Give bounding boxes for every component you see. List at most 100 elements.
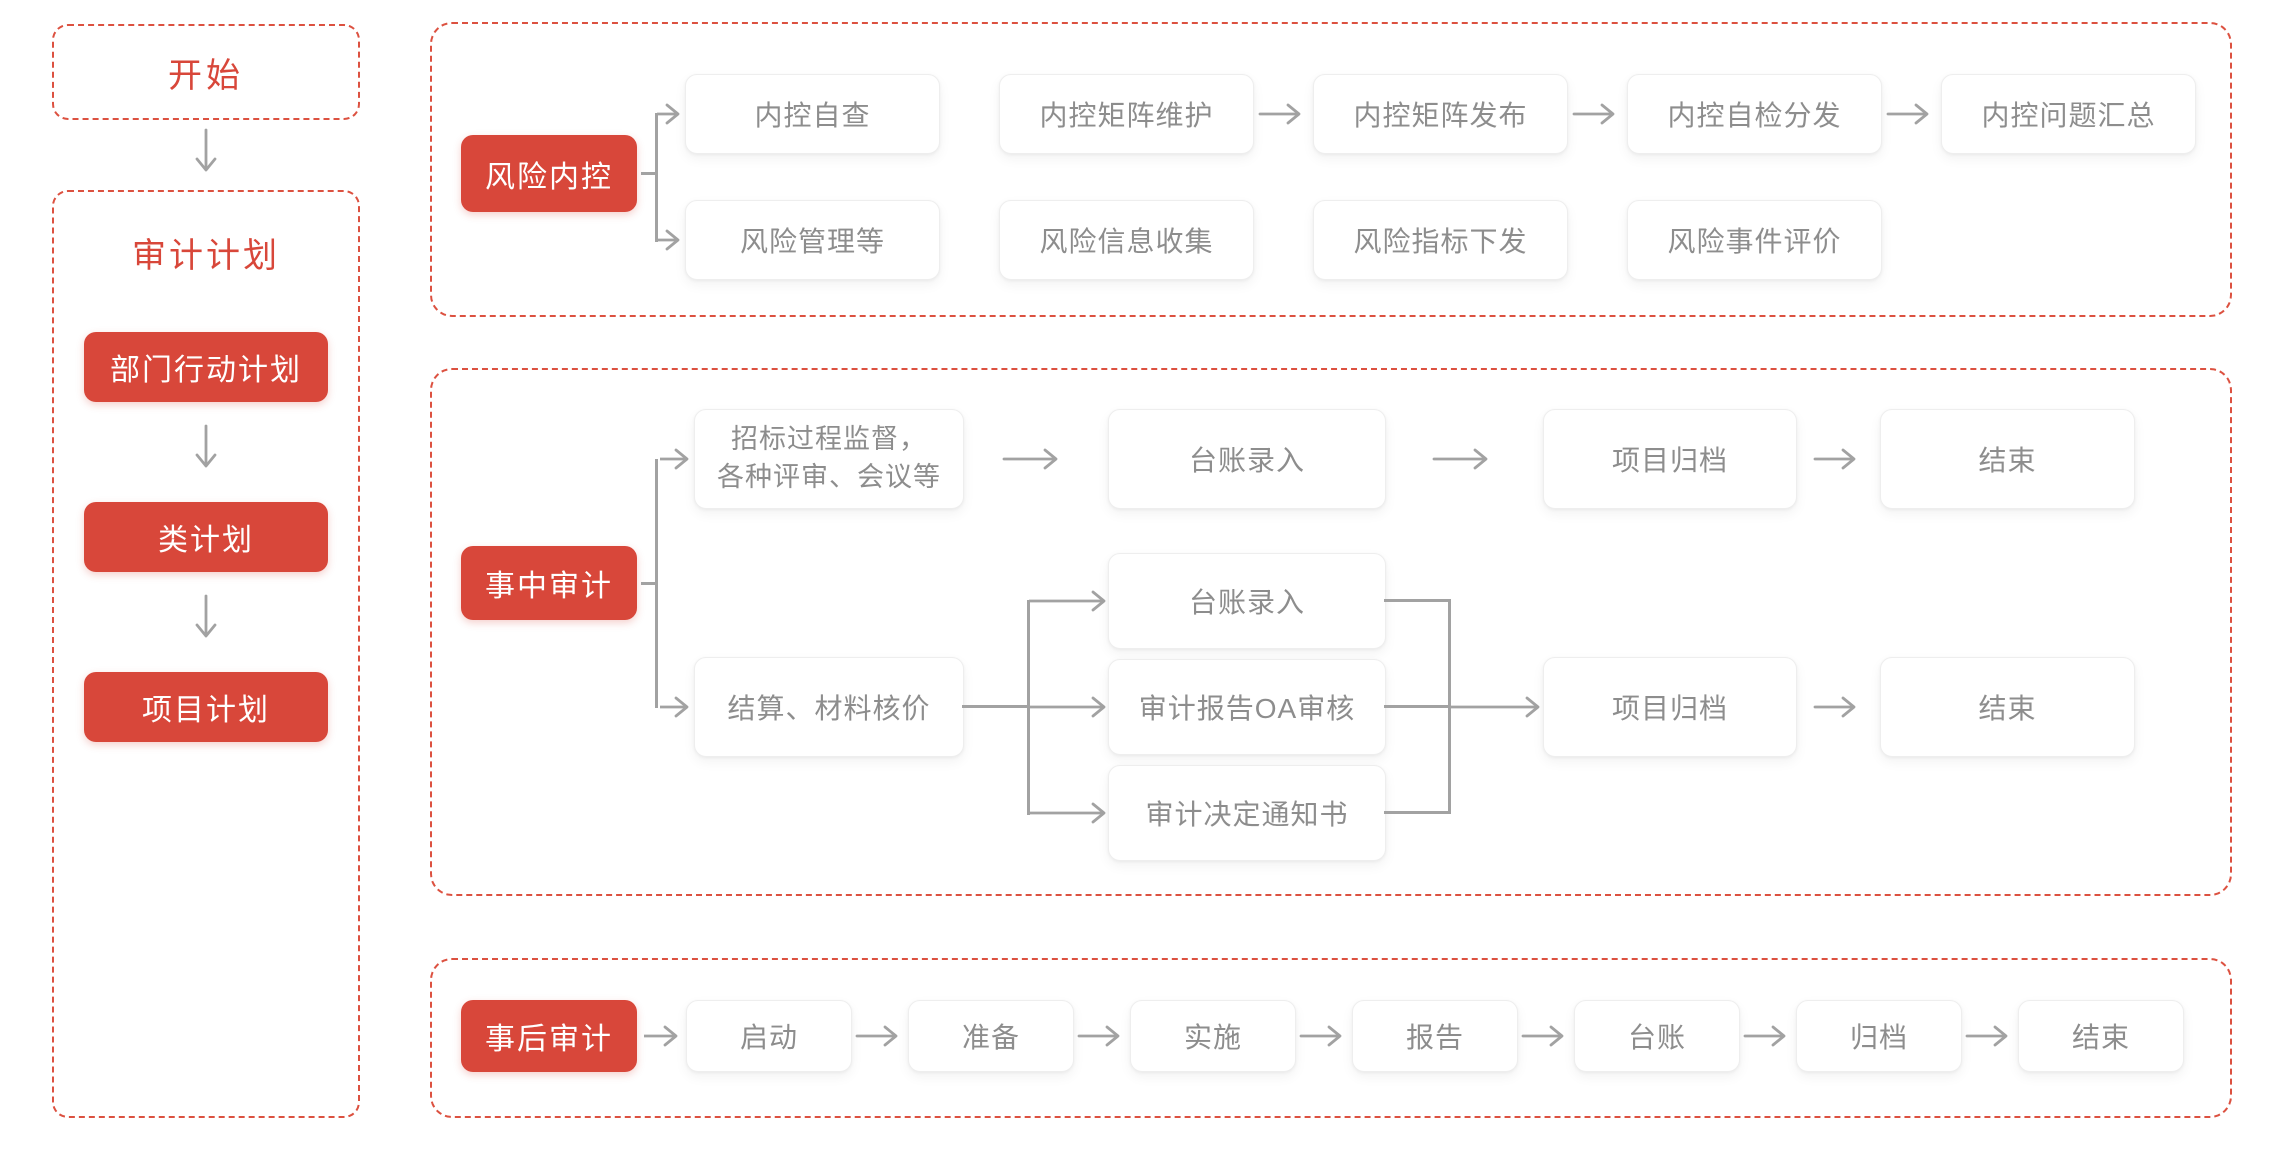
arrow-right-icon <box>855 1025 898 1047</box>
ic-matrix-publish-node: 内控矩阵发布 <box>1313 74 1568 154</box>
ic-issue-summary-node: 内控问题汇总 <box>1941 74 2196 154</box>
bidding-supervision-node: 招标过程监督， 各种评审、会议等 <box>694 409 964 509</box>
node-label: 结束 <box>1978 693 2037 724</box>
node-label: 准备 <box>961 1022 1020 1053</box>
post-step-end-node: 结束 <box>2018 1000 2184 1072</box>
arrow-down-icon <box>195 594 217 638</box>
node-label: 实施 <box>1183 1022 1242 1053</box>
node-label: 结算、材料核价 <box>727 693 931 724</box>
audit-report-oa-review-node: 审计报告OA审核 <box>1108 659 1386 755</box>
arrow-right-icon <box>1258 103 1301 125</box>
risk-control-root-label: 风险内控 <box>485 160 613 194</box>
arrow-right-icon <box>1299 1025 1342 1047</box>
audit-decision-notice-node: 审计决定通知书 <box>1108 765 1386 861</box>
end-node: 结束 <box>1880 657 2135 757</box>
ledger-entry-node: 台账录入 <box>1108 409 1386 509</box>
arrow-right-icon <box>1743 1025 1786 1047</box>
post-step-ledger-node: 台账 <box>1574 1000 1740 1072</box>
arrow-down-icon <box>195 128 217 172</box>
post-audit-root-node: 事后审计 <box>461 1000 637 1072</box>
arrow-right-icon <box>660 448 689 470</box>
arrow-right-icon <box>657 229 680 251</box>
start-node-label: 开始 <box>168 56 244 95</box>
risk-event-eval-node: 风险事件评价 <box>1627 200 1882 280</box>
risk-control-section <box>430 22 2232 317</box>
node-label: 归档 <box>1849 1022 1908 1053</box>
arrow-right-icon <box>1572 103 1615 125</box>
node-label: 内控自检分发 <box>1667 100 1842 131</box>
post-step-prepare-node: 准备 <box>908 1000 1074 1072</box>
arrow-right-icon <box>1029 590 1106 612</box>
arrow-right-icon <box>1886 103 1929 125</box>
post-step-implement-node: 实施 <box>1130 1000 1296 1072</box>
node-label: 内控问题汇总 <box>1981 100 2156 131</box>
connector-line <box>655 459 658 708</box>
node-label-line1: 招标过程监督， <box>731 424 927 455</box>
arrow-down-icon <box>195 424 217 468</box>
ic-matrix-maintain-node: 内控矩阵维护 <box>999 74 1254 154</box>
connector-line <box>1384 705 1451 708</box>
arrow-right-icon <box>1029 696 1106 718</box>
audit-plan-title: 审计计划 <box>132 236 280 275</box>
arrow-right-icon <box>1521 1025 1564 1047</box>
node-label: 结束 <box>2071 1022 2130 1053</box>
node-label: 报告 <box>1405 1022 1464 1053</box>
settlement-pricing-node: 结算、材料核价 <box>694 657 964 757</box>
node-label: 台账录入 <box>1188 445 1305 476</box>
node-label: 审计报告OA审核 <box>1138 693 1356 724</box>
dept-action-plan-label: 部门行动计划 <box>110 354 302 387</box>
arrow-right-icon <box>657 103 680 125</box>
node-label: 启动 <box>739 1022 798 1053</box>
arrow-right-icon <box>1002 448 1058 470</box>
node-label: 项目归档 <box>1611 693 1728 724</box>
dept-action-plan-node: 部门行动计划 <box>84 332 328 402</box>
category-plan-node: 类计划 <box>84 502 328 572</box>
arrow-right-icon <box>1813 696 1856 718</box>
post-audit-section <box>430 958 2232 1118</box>
node-label: 风险信息收集 <box>1039 226 1214 257</box>
connector-line <box>655 113 658 242</box>
node-label: 风险指标下发 <box>1353 226 1528 257</box>
ic-self-check-node: 内控自查 <box>685 74 940 154</box>
node-label: 结束 <box>1978 445 2037 476</box>
node-label: 项目归档 <box>1611 445 1728 476</box>
project-archive-node: 项目归档 <box>1543 657 1797 757</box>
arrow-right-icon <box>644 1025 678 1047</box>
arrow-right-icon <box>1029 802 1106 824</box>
arrow-right-icon <box>1451 696 1540 718</box>
post-step-start-node: 启动 <box>686 1000 852 1072</box>
connector-line <box>641 582 658 585</box>
end-node: 结束 <box>1880 409 2135 509</box>
in-process-audit-root-label: 事中审计 <box>485 570 613 603</box>
ledger-entry-node: 台账录入 <box>1108 553 1386 649</box>
node-label: 审计决定通知书 <box>1145 799 1349 830</box>
node-label: 内控矩阵发布 <box>1353 100 1528 131</box>
project-archive-node: 项目归档 <box>1543 409 1797 509</box>
arrow-right-icon <box>1813 448 1856 470</box>
start-node: 开始 <box>52 24 360 120</box>
connector-line <box>1448 599 1451 814</box>
ic-self-inspect-distribute-node: 内控自检分发 <box>1627 74 1882 154</box>
audit-plan-group <box>52 190 360 1118</box>
node-label: 内控矩阵维护 <box>1039 100 1214 131</box>
post-audit-root-label: 事后审计 <box>485 1023 613 1056</box>
node-label: 内控自查 <box>754 100 871 131</box>
arrow-right-icon <box>1965 1025 2008 1047</box>
risk-control-root-node: 风险内控 <box>461 135 637 212</box>
risk-indicator-dispatch-node: 风险指标下发 <box>1313 200 1568 280</box>
category-plan-label: 类计划 <box>158 524 254 557</box>
node-label-line2: 各种评审、会议等 <box>717 462 941 492</box>
node-label: 台账录入 <box>1188 587 1305 618</box>
arrow-right-icon <box>1432 448 1488 470</box>
connector-line <box>1384 811 1451 814</box>
node-label: 风险管理等 <box>739 226 885 257</box>
connector-line <box>1384 599 1451 602</box>
project-plan-node: 项目计划 <box>84 672 328 742</box>
risk-management-node: 风险管理等 <box>685 200 940 280</box>
post-step-report-node: 报告 <box>1352 1000 1518 1072</box>
in-process-audit-root-node: 事中审计 <box>461 546 637 620</box>
risk-info-collect-node: 风险信息收集 <box>999 200 1254 280</box>
node-label: 台账 <box>1627 1022 1686 1053</box>
project-plan-label: 项目计划 <box>142 694 270 727</box>
